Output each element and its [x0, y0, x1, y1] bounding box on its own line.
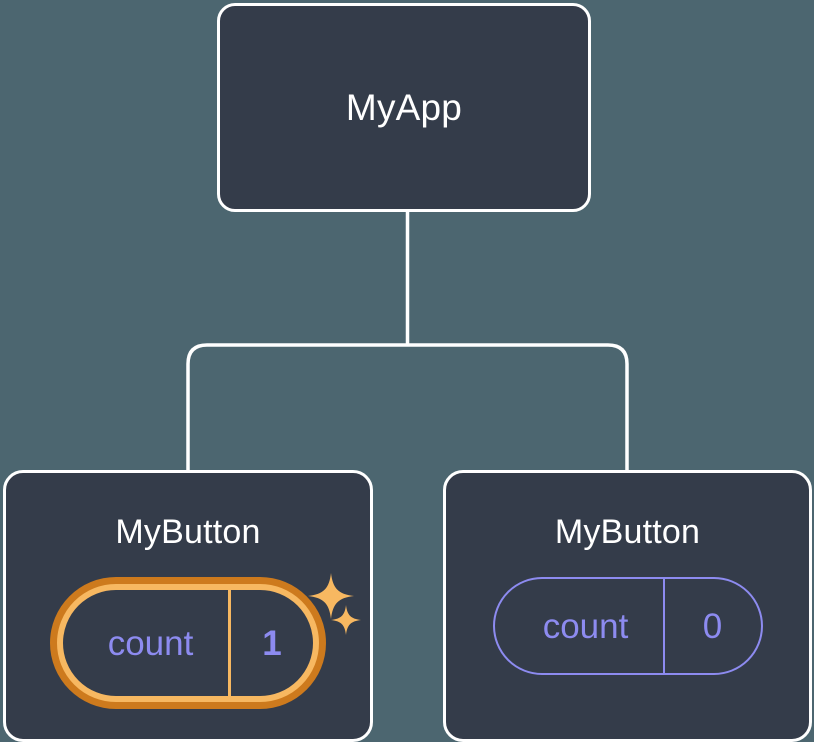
state-pill-highlighted[interactable]: count 1	[50, 577, 326, 709]
state-value-right: 0	[702, 606, 723, 646]
state-pill-highlighted-inner: count 1	[57, 584, 319, 702]
state-key-left: count	[63, 590, 231, 696]
state-key-right: count	[495, 579, 665, 673]
connector-children-bracket	[186, 343, 629, 472]
state-pill-wrapper-left: count 1	[50, 573, 361, 709]
node-mybutton-left-title: MyButton	[115, 513, 261, 551]
state-pill-plain[interactable]: count 0	[492, 577, 763, 675]
state-pill-wrapper-right: count 0	[492, 577, 763, 675]
node-myapp[interactable]: MyApp	[217, 3, 591, 212]
node-mybutton-right-title: MyButton	[554, 513, 701, 551]
node-mybutton-left[interactable]: MyButton count 1	[3, 470, 373, 742]
state-value-left: 1	[262, 623, 282, 663]
node-myapp-title: MyApp	[345, 87, 463, 128]
sparkle-small-icon	[331, 605, 361, 635]
node-mybutton-right[interactable]: MyButton count 0	[443, 470, 812, 742]
